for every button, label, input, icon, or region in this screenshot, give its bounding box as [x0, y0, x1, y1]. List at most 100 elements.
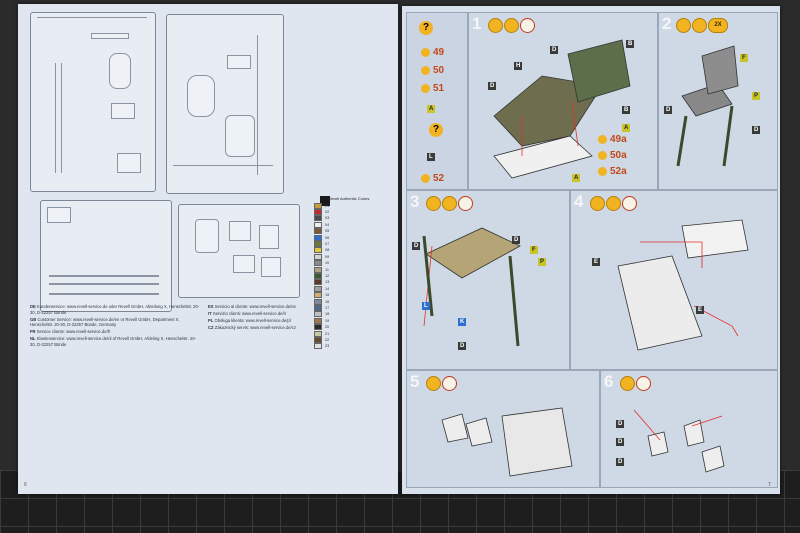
- step-1-part-tag: B: [626, 40, 635, 48]
- color-swatch: [314, 330, 322, 337]
- step-4-part-tag: E: [592, 258, 601, 266]
- color-code: 11: [325, 267, 329, 272]
- color-dot-icon: [421, 84, 430, 93]
- color-legend-item: 11: [314, 266, 384, 273]
- service-address-nl: NL Klantenservice: www.revell-service.de…: [30, 336, 200, 347]
- color-swatch: [314, 273, 322, 279]
- ref-tag-l: L: [427, 153, 435, 161]
- glue-icon: [590, 196, 605, 211]
- step-1-number: 1: [472, 14, 482, 33]
- service-address-lang: GB: [30, 316, 37, 322]
- ref-item-number: 50: [433, 65, 445, 76]
- clock-icon: [520, 18, 535, 33]
- color-legend-item: 05: [314, 228, 384, 235]
- color-legend-item: 15: [314, 292, 384, 299]
- question-icon: ?: [419, 21, 433, 35]
- color-dot-icon: [421, 66, 430, 75]
- step-1-ref-50a: 50a: [598, 150, 627, 161]
- page-number-right: 7: [768, 482, 771, 488]
- step-3-part-tag: P: [538, 258, 547, 266]
- color-legend-item: 22: [314, 336, 384, 343]
- service-address-lang: DE: [30, 304, 36, 309]
- color-legend-item: 21: [314, 330, 384, 337]
- color-legend-item: 23: [314, 343, 384, 350]
- sprue-frame-b: [166, 14, 284, 194]
- color-legend-title: Revell Authentic Colors: [328, 196, 370, 201]
- paint-icon: [442, 196, 457, 211]
- clock-icon: [636, 376, 651, 391]
- color-swatch: [314, 343, 322, 350]
- step-2-part-tag: D: [664, 106, 673, 114]
- step-6-part-tag: D: [616, 438, 625, 446]
- service-address-lang: NL: [30, 336, 36, 341]
- step-5-number: 5: [410, 372, 420, 391]
- service-address-gb: GB Customer Service: www.revell-service.…: [30, 317, 200, 328]
- sprue-frame-a: [30, 12, 156, 192]
- color-legend-item: 20: [314, 324, 384, 331]
- step-2-number: 2: [662, 14, 672, 33]
- ref-item: 50: [421, 65, 444, 76]
- step-1-part-tag: H: [514, 62, 523, 70]
- question-icon-2: ?: [429, 123, 443, 137]
- color-legend-item: 01: [314, 202, 384, 209]
- color-swatch: [314, 253, 322, 260]
- step-1-part-tag: A: [622, 124, 631, 132]
- color-code: 15: [325, 293, 330, 298]
- color-legend-item: 02: [314, 209, 384, 216]
- color-code: 22: [325, 337, 330, 342]
- sprue-frame-d: [178, 204, 300, 298]
- ref-item: 52: [421, 173, 444, 184]
- service-address-cz: CZ Zákaznický servis: www.revell-service…: [208, 325, 388, 331]
- step-3-part-tag: D: [512, 236, 521, 244]
- clock-icon: [442, 376, 457, 391]
- step-1-ref-52a: 52a: [598, 166, 627, 177]
- color-code: 20: [325, 325, 330, 330]
- service-address-text: Servicio al cliente: www.revell-service.…: [214, 304, 296, 309]
- glue-icon: [426, 196, 441, 211]
- color-swatch: [314, 317, 322, 324]
- ref-item: 49: [421, 47, 444, 58]
- color-swatch: [314, 298, 322, 305]
- service-address-es: ES Servicio al cliente: www.revell-servi…: [208, 304, 388, 310]
- service-address-pl: PL Obsługa klienta: www.revell-service.d…: [208, 318, 388, 324]
- color-code: 17: [325, 305, 330, 310]
- color-code: 23: [325, 344, 330, 349]
- color-swatch: [314, 241, 322, 248]
- service-address-text: Kundenservice: www.revell-service.de ode…: [30, 304, 200, 315]
- service-address-lang: IT: [208, 311, 212, 316]
- color-code: 09: [325, 254, 330, 259]
- color-swatch: [314, 279, 322, 286]
- step-1-part-tag: D: [488, 82, 497, 90]
- step-1-part-tag: D: [550, 46, 559, 54]
- step-3-part-tag: D: [458, 342, 467, 350]
- step-1-part-tag: B: [622, 106, 631, 114]
- step-3-part-tag: D: [412, 242, 421, 250]
- service-address-it: IT Servizio clienti: www.revell-service.…: [208, 311, 388, 317]
- service-address-text: Customer Service: www.revell-service.de/…: [30, 316, 180, 328]
- color-dot-icon: [421, 48, 430, 57]
- color-legend-item: 19: [314, 317, 384, 324]
- color-legend-item: 09: [314, 253, 384, 260]
- color-swatch: [314, 285, 322, 292]
- service-address-text: Servizio clienti: www.revell-service.de/…: [212, 311, 286, 316]
- color-code: 18: [325, 312, 330, 317]
- step-6-number: 6: [604, 372, 614, 391]
- ref-item-number: 52: [433, 173, 445, 184]
- color-swatch: [314, 311, 322, 318]
- color-code: 10: [325, 261, 330, 266]
- color-legend-item: 17: [314, 304, 384, 311]
- color-code: 01: [325, 203, 330, 208]
- color-swatch: [314, 336, 322, 343]
- color-code: 12: [325, 273, 330, 278]
- step-6-part-tag: D: [616, 420, 625, 428]
- color-code: 08: [325, 248, 330, 253]
- color-swatch: [314, 304, 322, 311]
- color-legend-item: 16: [314, 298, 384, 305]
- step-1-ref-49a: 49a: [598, 134, 627, 145]
- color-swatch: [314, 221, 322, 228]
- glue-icon: [620, 376, 635, 391]
- color-code: 21: [325, 331, 330, 336]
- glue-icon: [676, 18, 691, 33]
